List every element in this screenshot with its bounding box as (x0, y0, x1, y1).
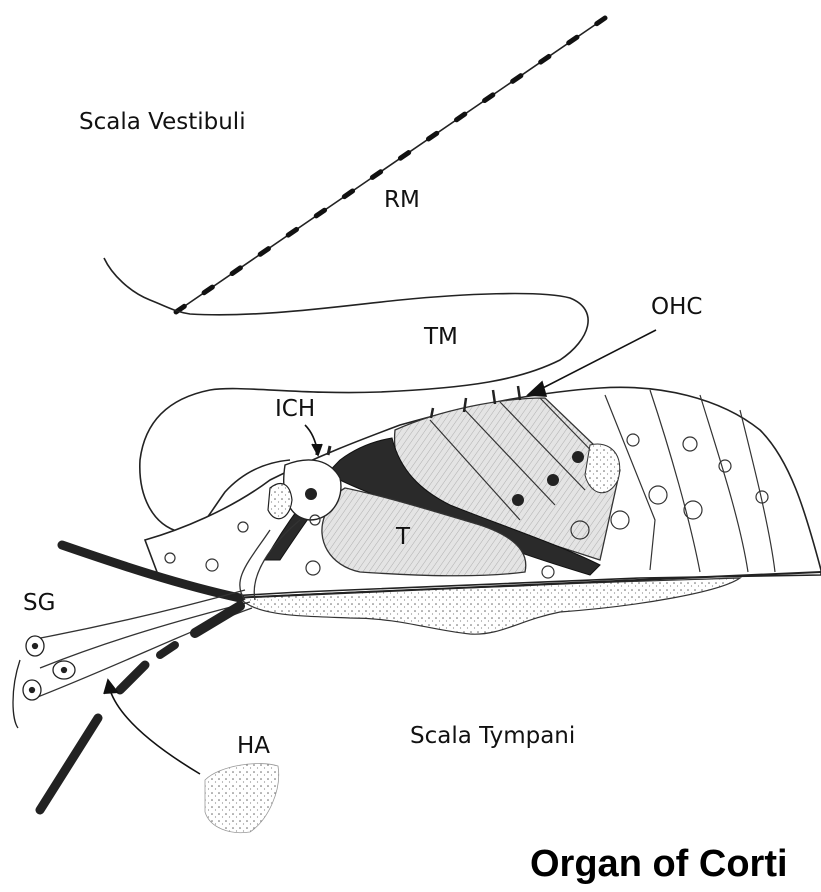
label-tunnel: T (396, 526, 410, 549)
label-tm: TM (424, 326, 458, 349)
label-ich: ICH (275, 398, 315, 421)
reissner-membrane (176, 18, 605, 312)
label-ohc: OHC (651, 296, 702, 319)
habenula-region (205, 764, 279, 833)
figure-title: Organ of Corti (530, 845, 788, 883)
spiral-ganglion-cells (13, 636, 75, 728)
label-ha: HA (237, 735, 270, 758)
ich-pointer (305, 425, 322, 455)
label-sg: SG (23, 592, 55, 615)
label-scala-vestibuli: Scala Vestibuli (79, 111, 246, 134)
label-scala-tympani: Scala Tympani (410, 725, 575, 748)
ohc-arrow (528, 330, 656, 396)
label-rm: RM (384, 189, 420, 212)
